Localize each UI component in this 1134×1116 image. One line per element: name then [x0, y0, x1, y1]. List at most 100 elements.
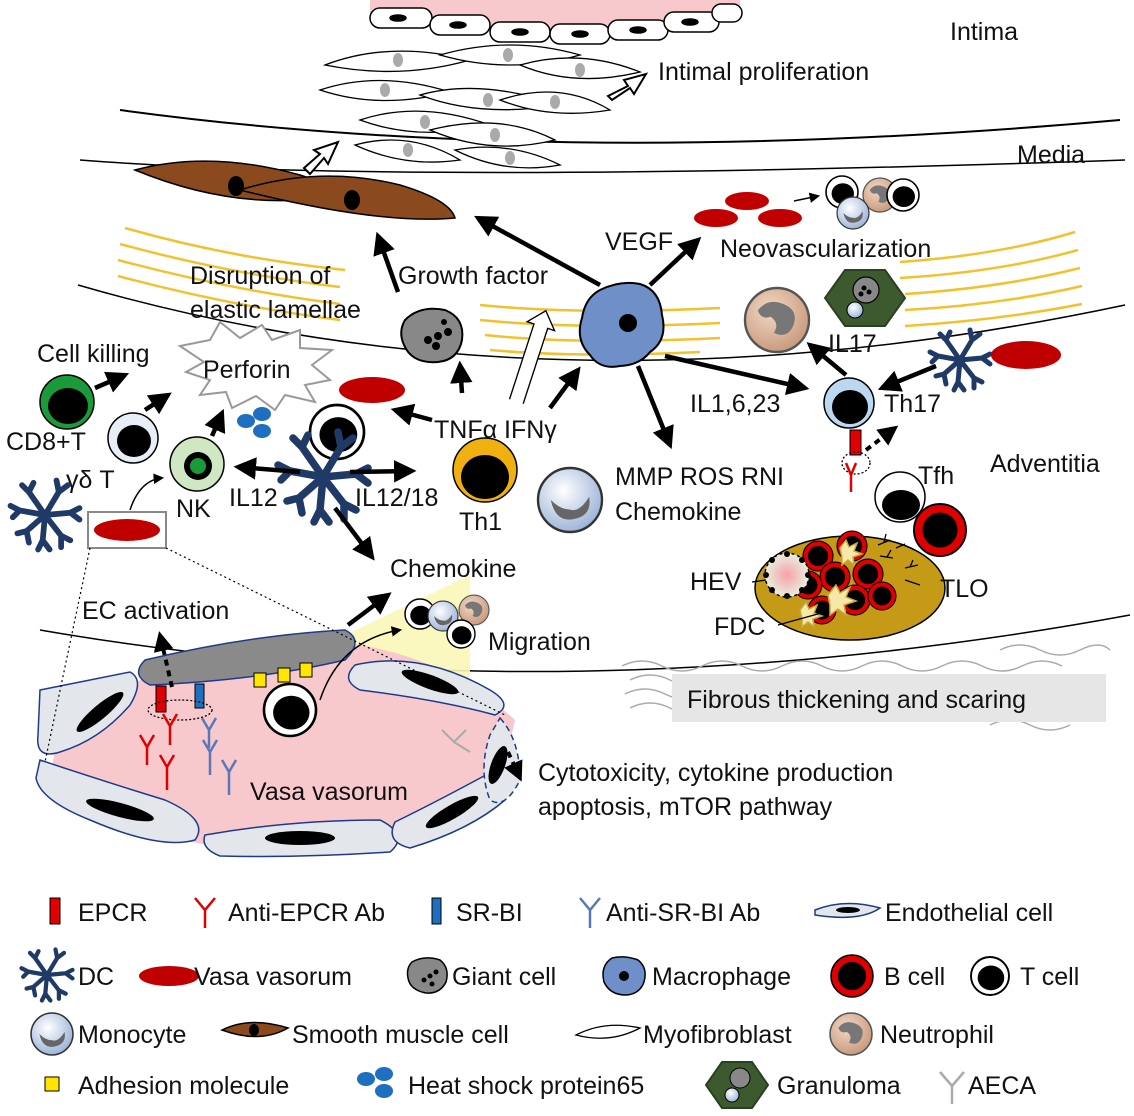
ec-activation-arrow	[153, 631, 174, 688]
legend-tcell-icon	[970, 956, 1010, 996]
tlo-label: TLO	[940, 575, 989, 603]
legend-granuloma: Granuloma	[777, 1072, 901, 1100]
th1-cell	[452, 437, 518, 503]
legend-dc: DC	[78, 963, 114, 991]
legend-giant: Giant cell	[452, 963, 556, 991]
arrows	[94, 215, 937, 627]
intima-top-arc	[119, 109, 1121, 144]
legend-bcell-icon	[830, 954, 874, 998]
cd8-t-cell	[39, 374, 95, 430]
legend-bcell: B cell	[884, 963, 945, 991]
migration-label: Migration	[488, 628, 591, 656]
tlo-structure	[754, 530, 946, 641]
legend-myofibroblast-icon	[574, 1024, 642, 1039]
cell-killing-label: Cell killing	[37, 340, 150, 368]
tfh-cell	[874, 471, 926, 523]
intima-endothelium	[369, 0, 743, 45]
mmp-label-2: Chemokine	[615, 498, 741, 526]
legend-dc-icon	[22, 950, 73, 1001]
elastic-lamellae-right	[899, 230, 1083, 328]
macrophage-cell	[578, 281, 665, 368]
legend: EPCR Anti-EPCR Ab SR-BI Anti-SR-BI Ab En…	[22, 897, 1079, 1109]
disruption-label-1: Disruption of	[190, 262, 330, 290]
legend-smooth-muscle: Smooth muscle cell	[292, 1021, 509, 1049]
adhesion-molecules	[253, 662, 313, 688]
monocyte-hollow-arrow	[508, 309, 556, 404]
legend-vasa-icon	[139, 966, 199, 986]
legend-hsp65: Heat shock protein65	[408, 1072, 644, 1100]
legend-hsp65-icon	[357, 1067, 393, 1098]
tfh-label: Tfh	[918, 462, 954, 490]
legend-adhesion: Adhesion molecule	[78, 1072, 289, 1100]
neutrophil-cell	[743, 286, 811, 354]
anti-epcr-antibodies	[138, 713, 179, 790]
legend-smooth-muscle-icon	[220, 1021, 290, 1038]
vasa-vasorum-adventitia	[991, 341, 1061, 369]
legend-anti-epcr: Anti-EPCR Ab	[228, 899, 385, 927]
legend-aeca-icon	[939, 1071, 965, 1104]
cytotox-label-2: apoptosis, mTOR pathway	[538, 793, 833, 821]
legend-myofibroblast: Myofibroblast	[643, 1021, 792, 1049]
hollow-arrow-sm	[302, 140, 340, 176]
aeca-antibody	[441, 729, 471, 753]
nk-label: NK	[176, 495, 211, 523]
legend-srbi: SR-BI	[456, 899, 523, 927]
mmp-label-1: MMP ROS RNI	[615, 463, 784, 491]
legend-vasa: Vasa vasorum	[194, 963, 352, 991]
legend-epcr: EPCR	[78, 899, 147, 927]
intima-label: Intima	[950, 18, 1018, 46]
cytotox-arrow	[504, 751, 523, 782]
th1-label: Th1	[459, 508, 502, 536]
legend-macrophage-icon	[602, 956, 646, 996]
fibrous-box	[672, 674, 1106, 722]
monocyte-center	[536, 466, 604, 534]
neovasc-small-arrow	[793, 192, 821, 203]
legend-neutrophil: Neutrophil	[880, 1021, 994, 1049]
neovascular-vessels	[694, 192, 802, 227]
media-inner-arc	[77, 284, 1126, 362]
th17-cell	[823, 377, 875, 429]
intimal-proliferation-label: Intimal proliferation	[658, 58, 869, 86]
granuloma-hexagon	[823, 269, 907, 327]
fibrous-label: Fibrous thickening and scaring	[687, 686, 1026, 714]
hev-pointer	[751, 579, 767, 583]
gamma-delta-t-label: γδ T	[66, 466, 115, 494]
smooth-muscle-cells	[132, 160, 456, 220]
ec-srbi	[194, 683, 205, 709]
b-cell-tfh	[913, 503, 967, 557]
disruption-label-2: elastic lamellae	[190, 296, 361, 324]
il12-18-label: IL12/18	[355, 484, 438, 512]
legend-monocyte-icon	[30, 1012, 74, 1056]
growth-factor-label: Growth factor	[398, 262, 548, 290]
ec-binding-ring	[147, 699, 213, 721]
hsp65-cluster	[237, 407, 271, 438]
legend-anti-srbi: Anti-SR-BI Ab	[606, 899, 760, 927]
neovasc-cell-cluster	[825, 175, 920, 230]
legend-macrophage: Macrophage	[652, 963, 791, 991]
ec-epcr	[155, 685, 167, 713]
vasa-nk-arrow	[129, 473, 165, 511]
vessel-t-cell	[262, 682, 318, 738]
th17-label: Th17	[884, 390, 941, 418]
il12-label: IL12	[229, 484, 278, 512]
th17-epcr	[849, 429, 862, 456]
cytotox-label-1: Cytotoxicity, cytokine production	[538, 759, 893, 787]
vasa-vasorum-label: Vasa vasorum	[250, 778, 408, 806]
migration-arrow	[319, 626, 403, 701]
fdc-label: FDC	[714, 613, 765, 641]
giant-cell	[400, 307, 464, 364]
th17-epcr-binding	[841, 451, 871, 475]
chemokine-label: Chemokine	[390, 555, 516, 583]
vasa-vasorum-media	[339, 377, 405, 403]
vasa-small	[94, 519, 160, 541]
adventitia-label: Adventitia	[990, 450, 1100, 478]
nk-cell	[169, 436, 225, 492]
tnf-ifn-label: TNFα IFNγ	[434, 416, 557, 444]
il1-6-23-label: IL1,6,23	[690, 390, 780, 418]
il17-label: IL17	[828, 330, 877, 358]
magnify-box	[87, 511, 167, 549]
legend-endothelial: Endothelial cell	[885, 899, 1053, 927]
legend-giant-icon	[406, 957, 448, 994]
th17-dashed-arrow	[864, 425, 899, 452]
